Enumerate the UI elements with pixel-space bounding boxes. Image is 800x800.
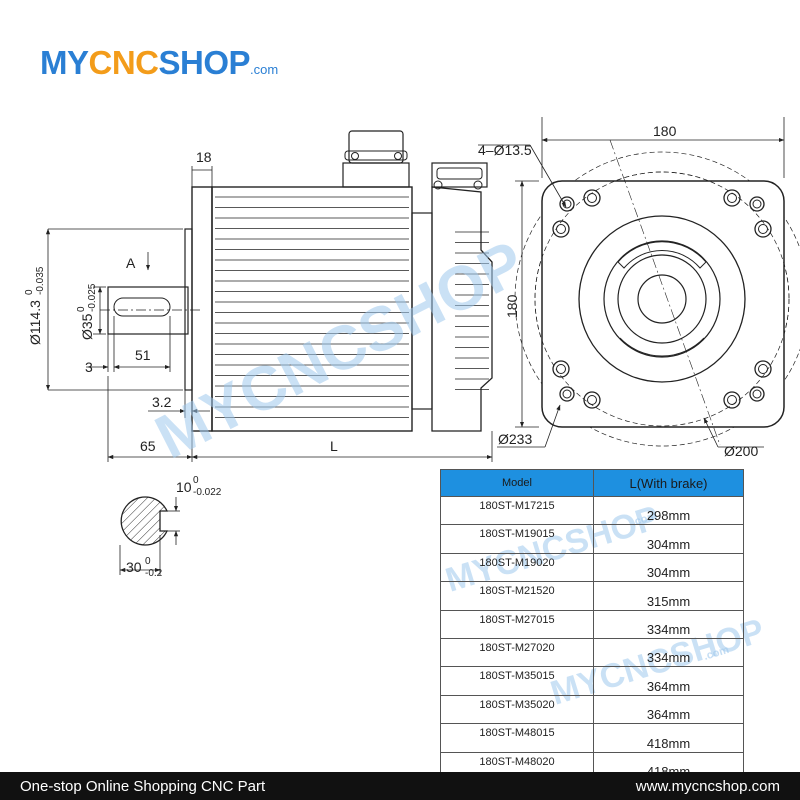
footer-tagline: One-stop Online Shopping CNC Part <box>20 778 266 795</box>
cell-length: 304mm <box>593 552 744 583</box>
mounting-hole <box>552 220 570 238</box>
brand-logo-suffix: .com <box>250 62 279 77</box>
encoder-cover <box>431 186 493 432</box>
power-connector-base <box>342 162 410 188</box>
front-view-labels: 180 4–Ø13.5 Ø233 Ø200 180 <box>478 123 758 459</box>
dim-l: L <box>330 438 338 454</box>
dim-35-tol-lower: -0.025 <box>87 283 98 312</box>
view-a-label: A <box>126 255 136 271</box>
cell-length: 334mm <box>593 637 744 668</box>
cell-model: 180ST-M48015 <box>440 723 594 753</box>
cell-model: 180ST-M35020 <box>440 694 594 725</box>
shaft-section <box>120 496 169 546</box>
corner-hole <box>749 386 765 402</box>
dim-3-2: 3.2 <box>152 394 172 410</box>
dim-65: 65 <box>140 438 156 454</box>
cell-model: 180ST-M27020 <box>440 637 594 668</box>
cell-length: 304mm <box>593 524 744 554</box>
mounting-hole <box>754 360 772 378</box>
mounting-hole <box>723 391 741 409</box>
cell-model: 180ST-M19020 <box>440 552 594 583</box>
dim-mounting-holes: 4–Ø13.5 <box>478 142 532 158</box>
cell-model: 180ST-M21520 <box>440 581 594 611</box>
dim-key-depth-tol-upper: 0 <box>145 556 151 567</box>
footer-url[interactable]: www.mycncshop.com <box>635 778 780 795</box>
mounting-hole <box>723 189 741 207</box>
dim-180-height: 180 <box>504 294 520 318</box>
side-view-dimensions <box>45 166 493 462</box>
dim-51: 51 <box>135 347 151 363</box>
front-view-dimensions <box>478 117 785 448</box>
dim-key-depth: 30 <box>126 559 142 575</box>
dim-35-tol-upper: 0 <box>76 306 87 312</box>
corner-hole <box>749 196 765 212</box>
dim-233: Ø233 <box>498 431 532 447</box>
side-view <box>100 130 493 432</box>
mounting-holes <box>552 189 772 409</box>
dim-180-width: 180 <box>653 123 677 139</box>
shaft <box>107 286 189 335</box>
corner-hole <box>559 196 575 212</box>
encoder-cover-fins <box>455 231 489 390</box>
brand-logo-part2: CNC <box>88 44 160 81</box>
cell-length: 298mm <box>593 495 744 526</box>
side-view-labels: 18 A 3 51 3.2 65 L Ø114.3 0 -0.035 Ø35 0… <box>24 149 338 454</box>
dim-200: Ø200 <box>724 443 758 459</box>
mounting-hole <box>583 391 601 409</box>
table-header-row: Model L(With brake) <box>440 469 744 497</box>
cell-length: 334mm <box>593 609 744 639</box>
shaft-end <box>637 274 687 324</box>
cell-model: 180ST-M35015 <box>440 666 594 696</box>
front-flange-square <box>541 180 785 428</box>
housing-fins <box>215 196 409 418</box>
dim-key-width: 10 <box>176 479 192 495</box>
dim-key-width-tol-lower: -0.022 <box>193 487 222 498</box>
dim-18: 18 <box>196 149 212 165</box>
encoder-connector <box>431 162 488 188</box>
dim-key-depth-tol-lower: -0.2 <box>145 568 163 579</box>
front-view <box>514 139 800 447</box>
key-section-labels: 10 0 -0.022 30 0 -0.2 <box>126 475 222 579</box>
mounting-hole <box>754 220 772 238</box>
cell-length: 315mm <box>593 581 744 611</box>
bolt-circle-233 <box>514 151 800 447</box>
brand-logo: MYCNCSHOP.com <box>40 44 278 82</box>
header-length: L(With brake) <box>593 469 744 497</box>
brand-logo-part1: MY <box>40 44 89 81</box>
dim-114-3-tol-lower: -0.035 <box>35 266 46 295</box>
dim-35: Ø35 <box>79 313 95 340</box>
cell-length: 364mm <box>593 666 744 696</box>
pilot-circle <box>578 215 746 383</box>
dim-key-width-tol-upper: 0 <box>193 475 199 486</box>
dim-3: 3 <box>85 359 93 375</box>
dim-114-3: Ø114.3 <box>27 300 43 345</box>
watermark-large: MYCNCSHOP <box>145 228 535 472</box>
key-section-view <box>119 496 180 575</box>
shaft-keyway <box>113 297 171 317</box>
cell-model: 180ST-M17215 <box>440 495 594 526</box>
corner-hole <box>559 386 575 402</box>
mounting-hole <box>583 189 601 207</box>
cell-length: 418mm <box>593 723 744 753</box>
mounting-hole <box>552 360 570 378</box>
footer-bar: One-stop Online Shopping CNC Part www.my… <box>0 772 800 800</box>
dim-114-3-tol-upper: 0 <box>24 289 35 295</box>
header-model: Model <box>440 469 594 497</box>
power-connector <box>348 130 404 164</box>
brand-logo-part3: SHOP <box>158 44 251 81</box>
cell-model: 180ST-M27015 <box>440 609 594 639</box>
cell-length: 364mm <box>593 694 744 725</box>
cell-model: 180ST-M19015 <box>440 524 594 554</box>
